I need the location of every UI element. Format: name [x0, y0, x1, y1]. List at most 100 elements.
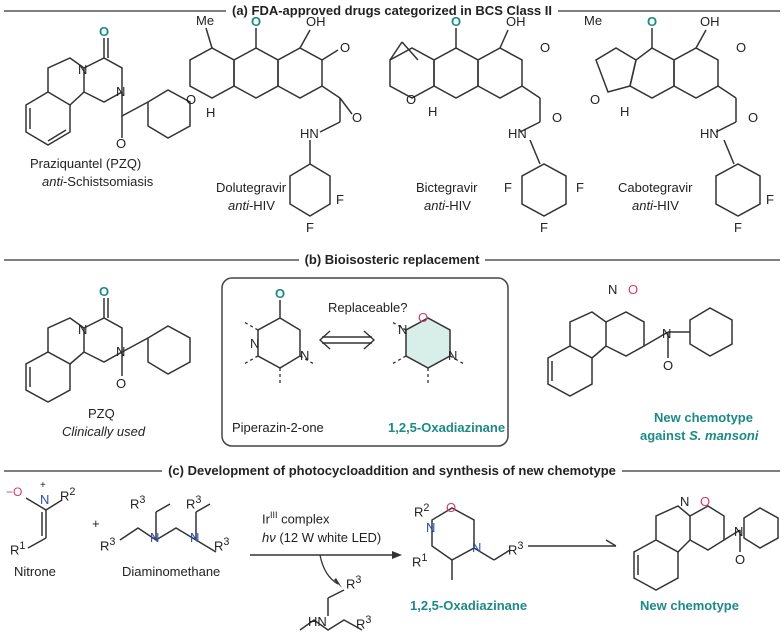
atom-n: N [662, 326, 672, 341]
atom-o: O [116, 136, 127, 151]
diamine-r3: R3 [130, 494, 146, 512]
atom-f: F [734, 220, 742, 235]
byproduct-structure [299, 589, 363, 631]
atom-n: N [426, 520, 436, 535]
drug-use-praziquantel: anti-Schistsomiasis [42, 174, 154, 189]
atom-oh: OH [306, 14, 326, 29]
atom-f: F [576, 180, 584, 195]
diaminomethane-structure [119, 503, 217, 553]
atom-o: O [540, 40, 551, 55]
atom-n: N [448, 348, 458, 363]
atom-n: N [472, 540, 482, 555]
reaction-arrow-2 [528, 539, 617, 547]
product-r3: R3 [508, 540, 524, 558]
atom-hn: HN [300, 126, 319, 141]
atom-n: N [608, 282, 618, 297]
product-r2: R2 [414, 502, 430, 520]
atom-n: N [250, 336, 260, 351]
atom-h: H [620, 104, 630, 119]
drug-use-dolutegravir: anti-HIV [228, 198, 275, 213]
atom-o: O [446, 500, 457, 515]
atom-n: N [116, 84, 126, 99]
drug-name-cabotegravir: Cabotegravir [618, 180, 693, 195]
bictegravir-structure [389, 28, 567, 217]
nitrone-n-plus: + [40, 480, 46, 491]
nitrone-r2: R2 [60, 486, 76, 504]
byproduct-r3: R3 [346, 574, 362, 592]
pzq-structure-a [25, 38, 191, 146]
nitrone-r1: R1 [10, 540, 26, 558]
dolutegravir-structure [189, 27, 353, 217]
cabotegravir-structure [595, 28, 761, 217]
drug-name-praziquantel: Praziquantel (PZQ) [30, 156, 142, 171]
pzq-structure-b [25, 298, 191, 403]
atom-o: O [99, 284, 110, 299]
atom-o: O [340, 40, 351, 55]
drug-use-cabotegravir: anti-HIV [632, 198, 679, 213]
final-product-label: New chemotype [640, 598, 739, 613]
new-chemotype-structure-c [633, 505, 779, 591]
atom-o: O [186, 92, 197, 107]
atom-o: O [275, 286, 286, 301]
atom-o: O [736, 40, 747, 55]
atom-o: O [99, 24, 110, 39]
new-chemotype-structure-b [547, 307, 733, 397]
nitrone-label: Nitrone [14, 564, 56, 579]
atom-n: N [190, 530, 200, 545]
atom-f: F [336, 192, 344, 207]
nitrone-structure [25, 497, 63, 549]
catalyst-label: IrIII complex [262, 510, 330, 527]
product-label: 1,2,5-Oxadiazinane [410, 598, 528, 613]
atom-n: N [78, 322, 88, 337]
atom-o: O [352, 110, 363, 125]
atom-o: O [647, 14, 658, 29]
atom-f: F [540, 220, 548, 235]
comparison-box [221, 277, 509, 447]
pzq-status: Clinically used [62, 424, 146, 439]
atom-n: N [150, 530, 160, 545]
atom-h: H [428, 104, 438, 119]
atom-o: O [590, 92, 601, 107]
section-c-title: (c) Development of photocycloaddition an… [0, 463, 784, 478]
reaction-arrow-1 [250, 551, 402, 588]
atom-h: H [206, 105, 216, 120]
section-b-title: (b) Bioisosteric replacement [0, 252, 784, 267]
diamine-label: Diaminomethane [122, 564, 221, 579]
atom-o: O [628, 282, 639, 297]
atom-o: O [418, 310, 429, 325]
byproduct-r3: R3 [356, 614, 372, 632]
light-condition: hν (12 W white LED) [262, 530, 382, 545]
atom-n: N [300, 348, 310, 363]
atom-n: N [680, 494, 690, 509]
atom-o: O [700, 494, 711, 509]
pzq-label: PZQ [88, 406, 115, 421]
drug-use-bictegravir: anti-HIV [424, 198, 471, 213]
diamine-r3: R3 [186, 494, 202, 512]
atom-oh: OH [506, 14, 526, 29]
atom-me: Me [584, 13, 603, 28]
atom-oh: OH [700, 14, 720, 29]
atom-n: N [734, 524, 744, 539]
new-chemotype-target: against S. mansoni [640, 428, 759, 443]
drug-name-dolutegravir: Dolutegravir [216, 180, 287, 195]
new-chemotype-title: New chemotype [654, 410, 753, 425]
atom-o: O [748, 110, 759, 125]
atom-n: N [116, 344, 126, 359]
atom-hn: HN [508, 126, 527, 141]
atom-n: N [398, 322, 408, 337]
diamine-r3: R3 [100, 536, 116, 554]
atom-o: O [663, 358, 674, 373]
atom-n: N [78, 62, 88, 77]
product-r1: R1 [412, 552, 428, 570]
diamine-r3: R3 [214, 536, 230, 554]
drug-name-bictegravir: Bictegravir [416, 180, 478, 195]
piperazinone-label: Piperazin-2-one [232, 420, 324, 435]
atom-f: F [766, 192, 774, 207]
atom-n: N [40, 492, 50, 507]
replaceable-question: Replaceable? [328, 300, 408, 315]
atom-o: O [552, 110, 563, 125]
oxadiazinane-label: 1,2,5-Oxadiazinane [388, 420, 506, 435]
piperazinone-fragment [243, 300, 315, 384]
double-arrow-icon [318, 330, 376, 350]
